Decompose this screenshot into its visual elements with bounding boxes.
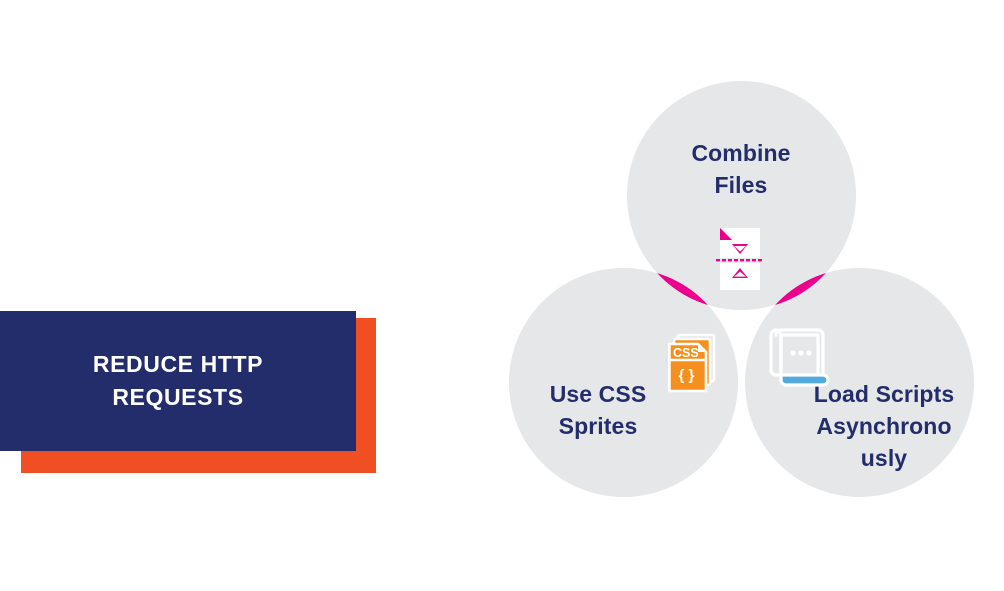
venn-diagram: Combine Files Use CSS Sprites Load Scrip… — [495, 65, 995, 515]
circle-use-css-sprites — [509, 268, 738, 497]
label-combine-files-line-1: Combine — [691, 140, 790, 166]
label-load-scripts-line-1: Load Scripts — [814, 381, 955, 407]
css-icon-braces: { } — [679, 367, 695, 384]
circle-load-scripts-asynchronously — [745, 268, 974, 497]
callout-block: REDUCE HTTP REQUESTS — [0, 295, 380, 480]
label-combine-files-line-2: Files — [715, 172, 768, 198]
css-file-stack-icon: CSS { } — [668, 333, 716, 393]
venn-diagram-svg: Combine Files Use CSS Sprites Load Scrip… — [509, 81, 974, 497]
label-load-scripts-line-2: Asynchrono — [816, 413, 951, 439]
label-use-css-sprites: Use CSS Sprites — [550, 381, 647, 439]
label-use-css-sprites-line-2: Sprites — [559, 413, 638, 439]
css-icon-text: CSS — [673, 346, 699, 360]
label-combine-files: Combine Files — [691, 140, 790, 198]
callout-title: REDUCE HTTP REQUESTS — [92, 351, 264, 410]
label-use-css-sprites-line-1: Use CSS — [550, 381, 647, 407]
label-load-scripts-asynchronously: Load Scripts Asynchrono usly — [814, 381, 955, 471]
callout-panel: REDUCE HTTP REQUESTS — [0, 311, 356, 451]
label-load-scripts-line-3: usly — [861, 445, 908, 471]
circle-combine-files — [627, 81, 856, 310]
script-scroll-icon — [769, 328, 830, 387]
combine-documents-icon — [716, 228, 762, 290]
